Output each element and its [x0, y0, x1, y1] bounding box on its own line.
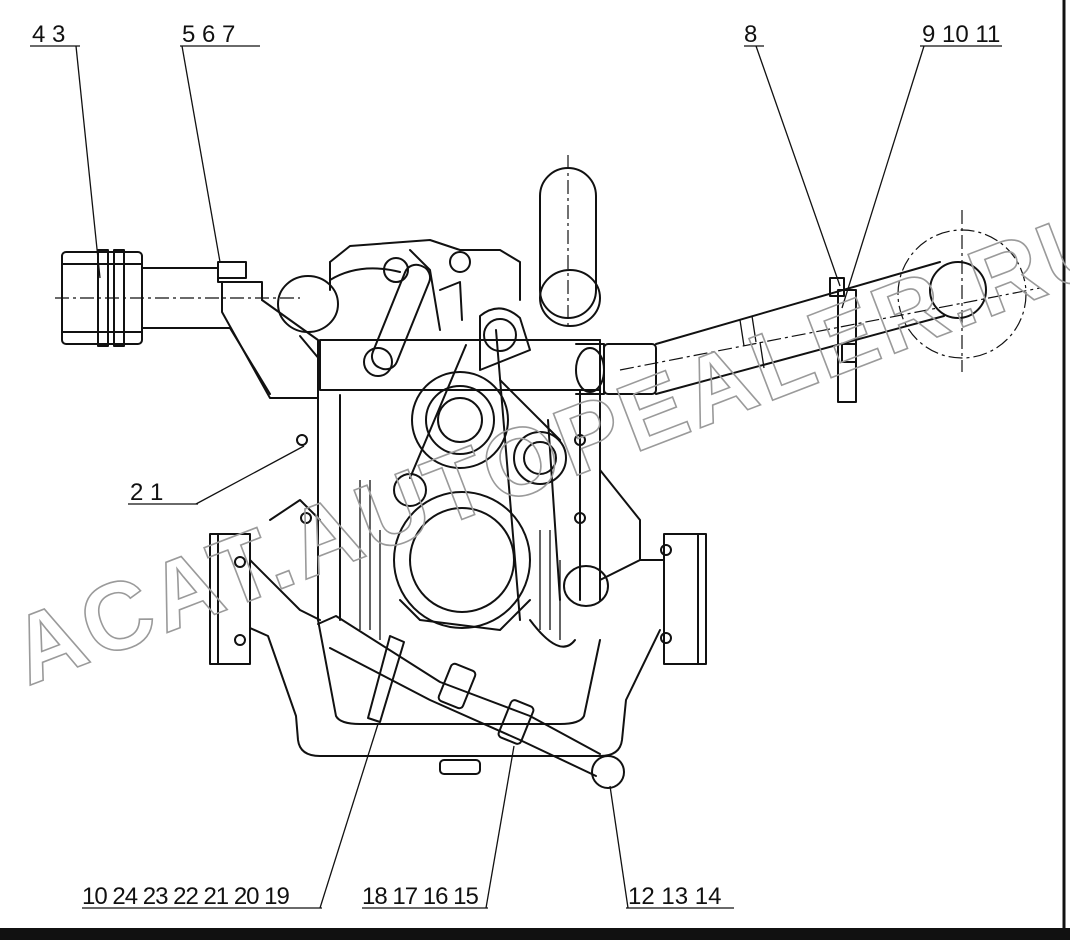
callout-bottom-left: 10 24 23 22 21 20 19 [82, 883, 290, 910]
upper-linkage [363, 249, 471, 377]
engine-block [296, 239, 601, 640]
belt-drive [393, 307, 567, 631]
callout-4-3: 4 3 [32, 21, 65, 48]
callout-5-6-7: 5 6 7 [182, 21, 235, 48]
callout-8: 8 [744, 21, 757, 48]
intake-elbow [221, 281, 321, 399]
air-cleaner-inlet [55, 249, 300, 347]
callout-labels: 4 3 5 6 7 8 9 10 11 2 1 10 24 23 22 21 2… [32, 21, 1000, 910]
exhaust-pipe-right [575, 210, 1041, 403]
oil-pan-frame [249, 619, 661, 775]
callout-2-1: 2 1 [130, 479, 163, 506]
left-mount [209, 499, 321, 665]
callout-leaders [30, 45, 1002, 909]
lower-pipe [317, 615, 625, 789]
right-mount [599, 469, 707, 665]
callout-9-10-11: 9 10 11 [922, 21, 1000, 48]
callout-bottom-right: 12 13 14 [628, 883, 721, 910]
callout-bottom-mid: 18 17 16 15 [362, 883, 478, 910]
alternator [529, 565, 609, 648]
turbo-inlet-round [277, 267, 401, 333]
exhaust-stack [539, 155, 601, 330]
